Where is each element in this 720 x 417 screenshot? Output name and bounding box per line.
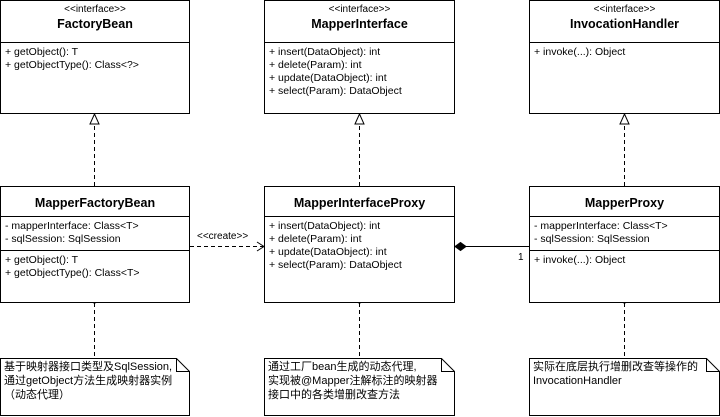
method-section: + getObject(): T + getObjectType(): Clas… bbox=[1, 250, 189, 284]
class-name: FactoryBean bbox=[57, 17, 133, 31]
method: + update(DataObject): int bbox=[269, 72, 387, 84]
class-header: MapperProxy bbox=[530, 187, 719, 217]
method: + getObjectType(): Class<T> bbox=[5, 267, 140, 279]
note-shape bbox=[264, 358, 455, 416]
method: + invoke(...): Object bbox=[534, 254, 626, 266]
method-section: + getObject(): T + getObjectType(): Clas… bbox=[1, 43, 189, 76]
method: + getObjectType(): Class<?> bbox=[5, 59, 139, 71]
class-mapperinterfaceproxy[interactable]: MapperInterfaceProxy + insert(DataObject… bbox=[264, 186, 455, 303]
composition-diamond bbox=[454, 241, 467, 252]
note-line: 实际在底层执行增删改查等操作的 bbox=[533, 361, 698, 373]
method: + getObject(): T bbox=[5, 254, 79, 266]
note-mapperfactorybean: 基于映射器接口类型及SqlSession, 通过getObject方法生成映射器… bbox=[0, 358, 190, 416]
note-line: 通过工厂bean生成的动态代理, bbox=[268, 361, 417, 373]
note-mapperproxy: 实际在底层执行增删改查等操作的 InvocationHandler bbox=[529, 358, 720, 416]
class-mapperproxy[interactable]: MapperProxy - mapperInterface: Class<T> … bbox=[529, 186, 720, 303]
create-dependency-label: <<create>> bbox=[197, 231, 249, 242]
class-name: InvocationHandler bbox=[569, 17, 680, 31]
note-line: 实现被@Mapper注解标注的映射器 bbox=[268, 375, 438, 387]
field-section: - mapperInterface: Class<T> - sqlSession… bbox=[1, 217, 189, 250]
stereotype: <<interface>> bbox=[593, 4, 656, 15]
field: - sqlSession: SqlSession bbox=[5, 233, 121, 245]
class-header: <<interface>> InvocationHandler bbox=[530, 1, 719, 43]
class-name: MapperProxy bbox=[584, 196, 665, 210]
class-name: MapperInterface bbox=[311, 17, 408, 31]
note-shape bbox=[0, 358, 190, 416]
method: + invoke(...): Object bbox=[534, 46, 626, 58]
method: + select(Param): DataObject bbox=[269, 85, 402, 97]
realization-arrowhead-invocationhandler bbox=[619, 112, 630, 125]
method-section: + invoke(...): Object bbox=[530, 43, 719, 63]
class-header: <<interface>> MapperInterface bbox=[265, 1, 454, 43]
field: - sqlSession: SqlSession bbox=[534, 233, 650, 245]
note-line: 通过getObject方法生成映射器实例 bbox=[4, 375, 173, 387]
class-mapperfactorybean[interactable]: MapperFactoryBean - mapperInterface: Cla… bbox=[0, 186, 190, 303]
composition-multiplicity: 1 bbox=[518, 252, 524, 263]
note-line: （动态代理） bbox=[4, 389, 70, 401]
realization-arrowhead-mapperinterface bbox=[354, 112, 365, 125]
stereotype: <<interface>> bbox=[64, 4, 126, 15]
class-header: <<interface>> FactoryBean bbox=[1, 1, 189, 43]
method: + delete(Param): int bbox=[269, 59, 362, 71]
field-section: - mapperInterface: Class<T> - sqlSession… bbox=[530, 217, 719, 250]
method: + update(DataObject): int bbox=[269, 246, 387, 258]
class-header: MapperFactoryBean bbox=[1, 187, 189, 217]
method-section: + insert(DataObject): int + delete(Param… bbox=[265, 43, 454, 102]
field: - mapperInterface: Class<T> bbox=[5, 220, 139, 232]
field: - mapperInterface: Class<T> bbox=[534, 220, 668, 232]
note-mapperinterfaceproxy: 通过工厂bean生成的动态代理, 实现被@Mapper注解标注的映射器 接口中的… bbox=[264, 358, 455, 416]
realization-arrowhead-factorybean bbox=[89, 112, 100, 125]
method-section: + invoke(...): Object bbox=[530, 250, 719, 271]
note-text: 通过工厂bean生成的动态代理, 实现被@Mapper注解标注的映射器 接口中的… bbox=[268, 360, 437, 402]
class-mapperinterface[interactable]: <<interface>> MapperInterface + insert(D… bbox=[264, 0, 455, 114]
note-line: 基于映射器接口类型及SqlSession, bbox=[4, 361, 173, 373]
note-line: InvocationHandler bbox=[533, 375, 622, 387]
class-invocationhandler[interactable]: <<interface>> InvocationHandler + invoke… bbox=[529, 0, 720, 114]
note-text: 基于映射器接口类型及SqlSession, 通过getObject方法生成映射器… bbox=[4, 360, 172, 402]
class-name: MapperFactoryBean bbox=[34, 196, 156, 210]
method: + select(Param): DataObject bbox=[269, 259, 402, 271]
class-factorybean[interactable]: <<interface>> FactoryBean + getObject():… bbox=[0, 0, 190, 114]
method: + insert(DataObject): int bbox=[269, 46, 381, 58]
note-text: 实际在底层执行增删改查等操作的 InvocationHandler bbox=[533, 360, 698, 388]
note-line: 接口中的各类增删改查方法 bbox=[268, 389, 400, 401]
method-section: + insert(DataObject): int + delete(Param… bbox=[265, 217, 454, 276]
method: + insert(DataObject): int bbox=[269, 220, 381, 232]
method: + getObject(): T bbox=[5, 46, 79, 58]
method: + delete(Param): int bbox=[269, 233, 362, 245]
class-header: MapperInterfaceProxy bbox=[265, 187, 454, 217]
class-name: MapperInterfaceProxy bbox=[293, 196, 426, 210]
stereotype: <<interface>> bbox=[328, 4, 391, 15]
